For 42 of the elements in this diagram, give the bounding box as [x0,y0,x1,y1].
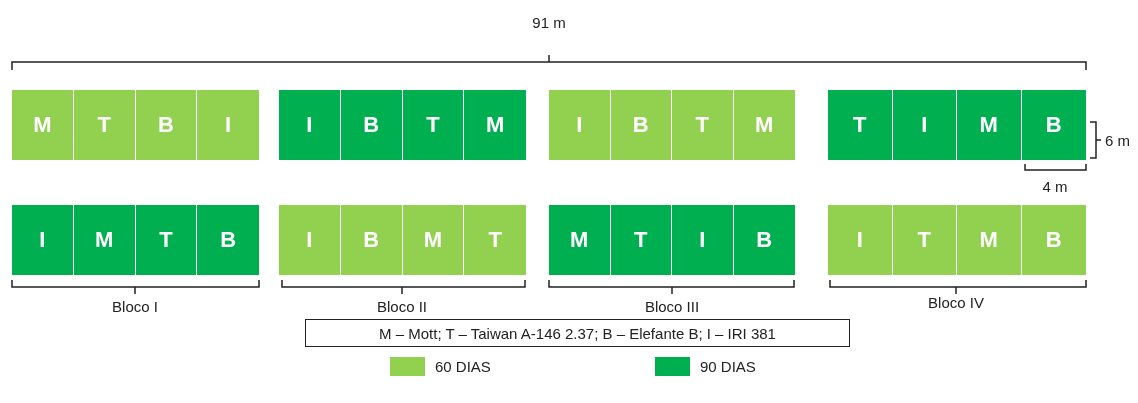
plot-cell: T [892,205,957,275]
plot-cell: T [73,90,136,160]
plot-cell: I [279,205,341,275]
plot-cell: I [197,90,259,160]
plot-cell: M [402,205,465,275]
plot-cell: T [135,205,198,275]
plot-cell: I [672,205,734,275]
plot-cell: I [892,90,957,160]
plot-cell: M [12,90,74,160]
block-label: Bloco IV [928,294,984,311]
plot-cell: M [957,90,1022,160]
plot-cell: I [12,205,74,275]
plot-cell: B [135,90,198,160]
plot-cell: B [340,205,403,275]
plot-cell: M [733,90,795,160]
plot-cell: T [828,90,893,160]
plot-cell: B [197,205,259,275]
plot-cell: M [549,205,611,275]
plot-cell: T [610,205,672,275]
dimension-label: 6 m [1105,132,1130,149]
block-label: Bloco I [112,298,158,315]
plot-cell: B [1021,205,1086,275]
plot-cell: B [1021,90,1086,160]
legend-label: 60 DIAS [435,358,491,375]
plot-cell: M [464,90,526,160]
plot-cell: I [279,90,341,160]
plot-cell: M [957,205,1022,275]
plot-cell: M [73,205,136,275]
dimension-label: 4 m [1042,178,1068,195]
key-box: M – Mott; T – Taiwan A-146 2.37; B – Elefante B; I – IRI 381 [305,319,850,347]
plot-cell: I [549,90,611,160]
block-label: Bloco II [377,298,427,315]
plot-cell: T [464,205,526,275]
plot-cell: I [828,205,893,275]
dimension-label: 91 m [532,14,566,31]
block-label: Bloco III [644,298,700,315]
plot-cell: T [672,90,734,160]
plot-cell: B [340,90,403,160]
legend-label: 90 DIAS [700,358,756,375]
plot-cell: B [610,90,672,160]
plot-cell: T [402,90,465,160]
plot-cell: B [733,205,795,275]
